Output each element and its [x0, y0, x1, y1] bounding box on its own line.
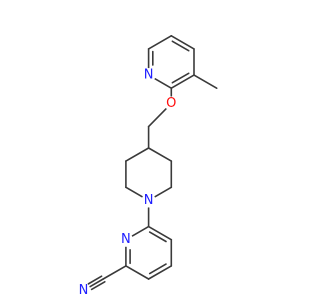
atom-py1-n1: N — [141, 68, 156, 83]
atom-label-background — [118, 232, 133, 247]
bond-py1-c4-py1-c5-inner — [171, 40, 190, 52]
bond-py2-n1-py2-c6 — [131, 225, 150, 237]
bond-c-nitrile-n-nitrile-b — [90, 280, 106, 291]
atom-label-o-ether: O — [166, 96, 176, 111]
bond-pip-c4-pip-c3 — [147, 147, 173, 162]
bond-c-methyl-py1-c3 — [193, 74, 218, 89]
bond-o-ether-c-ch2 — [147, 108, 167, 128]
bond-py1-c2-py1-c3-inner — [171, 72, 190, 84]
atom-py2-n1: N — [118, 232, 133, 247]
atom-label-background — [141, 193, 156, 208]
bond-py1-n1-py1-c2 — [154, 78, 173, 89]
atom-label-py2-n1: N — [121, 232, 131, 247]
bond-py1-c5-py1-c6 — [147, 34, 173, 50]
bond-pip-c2-pip-n1 — [154, 186, 173, 198]
bond-py2-c4-py2-c3 — [147, 265, 173, 280]
atom-label-background — [76, 283, 91, 298]
atom-pip-n1: N — [141, 193, 156, 208]
atom-label-background — [164, 96, 179, 111]
bond-py2-c2-c-nitrile — [102, 265, 127, 280]
atom-n-nitrile: N — [76, 283, 91, 298]
bond-py2-c3-py2-c2 — [125, 265, 150, 280]
atom-label-n-nitrile: N — [79, 283, 89, 298]
bond-pip-c5-pip-c4 — [125, 147, 150, 162]
atom-label-pip-n1: N — [144, 193, 154, 208]
bond-c-nitrile-n-nitrile-mid — [89, 278, 104, 288]
bond-py2-c6-py2-c5-inner — [148, 231, 167, 243]
atom-o-ether: O — [164, 96, 179, 111]
bond-layer — [87, 34, 218, 291]
bond-py1-c4-py1-c5 — [170, 34, 195, 50]
bond-pip-n1-pip-c6 — [125, 186, 143, 198]
bond-py2-c6-py2-c5 — [147, 225, 173, 241]
bond-py2-c4-py2-c3-inner — [148, 263, 167, 275]
atom-label-py1-n1: N — [144, 68, 154, 83]
atom-label-background — [141, 68, 156, 83]
bond-py1-c2-py1-c3 — [170, 74, 195, 89]
bond-c-nitrile-n-nitrile-a — [87, 275, 103, 285]
